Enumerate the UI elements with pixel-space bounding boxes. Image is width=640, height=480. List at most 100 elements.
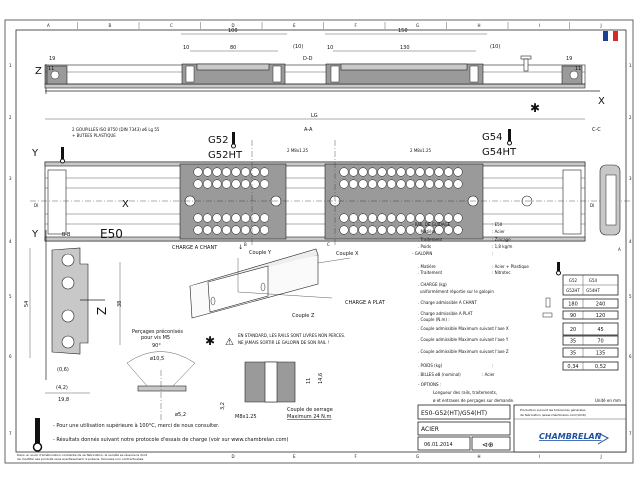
ball [221,213,232,223]
ball [348,179,359,189]
view-title-bb: B-B [62,232,71,238]
ball [231,179,241,189]
dim-di-right: DI [590,203,594,208]
table-cell-poids: 0,52 [595,364,606,370]
ball [221,225,232,235]
torque-line-2: Maximum 24 N.m [287,414,332,420]
spec-label: . Traitement [418,270,443,275]
view-title-dd: D-D [303,56,313,62]
column-marker: D [232,23,235,28]
column-marker: B [109,23,112,28]
dim-19-8: 19,8 [58,397,69,403]
row-marker: 4 [9,239,12,244]
dim-dia-10-5: ø10,5 [150,356,164,362]
model-g54: G54 [482,132,502,143]
ball [202,167,213,177]
screw-icon [520,55,532,72]
spec-value: : Nitrotec [492,270,511,275]
ball [240,225,251,235]
table-header-cell: G52 [569,278,578,283]
thread-m8: M8x1.25 [235,414,257,420]
stops-note: + BUTEES PLASTIQUE [72,133,116,138]
dim-150: 150 [398,28,408,34]
thermometer-icon [556,262,561,276]
ball [358,213,368,223]
ball [443,167,454,177]
warning-line-2: NE JAMAIS SORTIR LE GALOPIN DE SON RAIL … [238,340,329,345]
spec-value: : [492,251,493,256]
dim-lg: LG [311,113,318,119]
ball [193,225,203,235]
ball [259,225,270,235]
drilling-title-1: Perçages préconisés [132,328,183,335]
warning-asterisk-icon: ✱ [530,101,540,115]
spec-value: : Acier + Plastique [492,264,529,269]
spec-label: . BILLES ø8 (nominal) [418,372,461,377]
thermometer-icon [60,129,512,164]
unit-note: Unité en mm [595,398,621,403]
ball [453,179,463,189]
row-marker: 2 [629,115,632,120]
model-g52: G52 [208,135,228,146]
label-couple-z: Couple Z [292,313,315,319]
chambrelan-logo[interactable]: CHAMBRELAN [539,432,602,441]
column-marker: H [478,23,481,28]
dim-4-2: (4,2) [56,385,68,391]
ball [415,213,425,223]
ball [386,213,397,223]
column-marker: J [600,454,602,459]
dim-130: 130 [400,45,410,51]
ball [339,167,349,177]
ball [405,225,416,235]
table-row [562,298,619,309]
spec-label: . Couple admissible Maximum suivant l'ax… [418,337,509,342]
specifications-list: - RAIL DE GUIDAGE : E50 . Matière : Acie… [412,222,621,403]
ball [250,179,260,189]
row-marker: 3 [9,176,12,181]
ball [453,225,463,235]
row-marker: 7 [629,431,632,436]
ball [434,213,444,223]
row-marker: 7 [9,431,12,436]
ball [259,167,270,177]
column-marker: G [416,454,419,459]
ball [367,179,378,189]
label-charge-chant: CHARGE A CHANT [172,245,218,251]
ball [348,225,359,235]
ball [453,167,463,177]
column-marker: D [232,454,235,459]
spec-label: . Charge admissible A PLAT [418,311,473,316]
note-temperature: - Pour une utilisation supérieure à 100°… [53,422,220,429]
spec-value: : [492,363,493,368]
french-flag-icon[interactable] [603,31,618,41]
axis-x-label: X [598,96,605,107]
table-cell-poids: 0,34 [567,364,578,370]
ball [424,213,435,223]
table-row [562,361,619,371]
warning-triangle-icon: ⚠ [225,337,234,348]
ball [348,167,359,177]
spec-label: . Matière [418,264,436,269]
row-marker: 6 [629,354,632,359]
label-couple-x: Couple X [336,251,359,257]
model-g52ht: G52HT [208,150,243,161]
dim-10-paren: (10) [490,44,500,50]
ball [443,179,454,189]
title-block: E50-G52(HT)/G54(HT) ACIER 06.01.2014 ⊲⊕ … [417,404,627,453]
asterisk-icon: ✱ [205,334,215,348]
ball [250,213,260,223]
ball [339,179,349,189]
ball [386,167,397,177]
ball [259,213,270,223]
drilling-title-2: pour vis M5 [141,335,170,341]
column-marker: H [478,454,481,459]
ball [415,167,425,177]
ball [212,179,222,189]
ball [453,213,463,223]
column-marker: C [170,23,173,28]
column-marker: I [539,454,540,459]
ball [405,179,416,189]
row-marker: 3 [629,176,632,181]
column-marker: F [355,454,358,459]
